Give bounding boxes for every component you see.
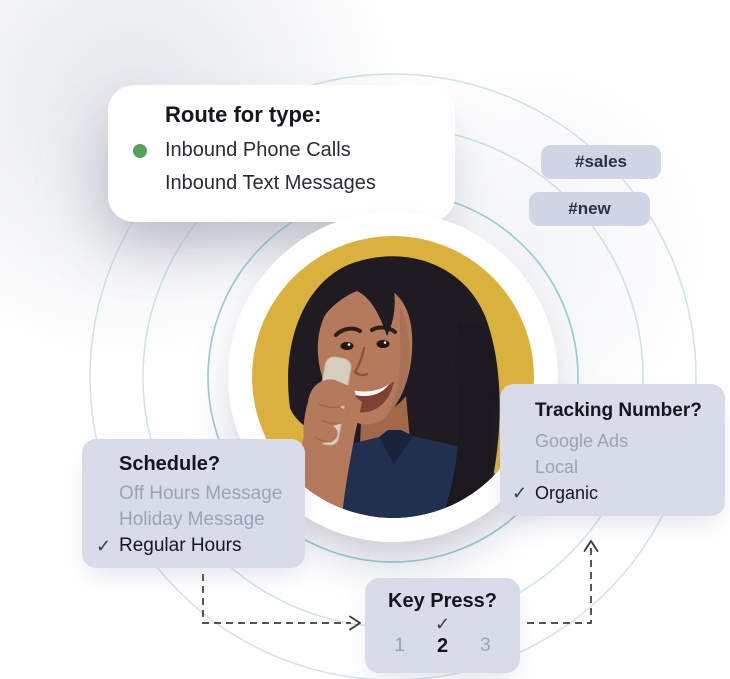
option-label: Off Hours Message	[119, 483, 283, 504]
schedule-card: Schedule? Off Hours Message Holiday Mess…	[82, 439, 305, 568]
route-option-label: Inbound Phone Calls	[165, 139, 351, 161]
tracking-number-card: Tracking Number? Google Ads Local ✓ Orga…	[500, 384, 725, 516]
route-option-inbound-calls[interactable]: Inbound Phone Calls	[133, 134, 435, 167]
route-type-title: Route for type:	[165, 102, 322, 127]
option-label: Google Ads	[535, 430, 629, 451]
schedule-option-holiday[interactable]: Holiday Message	[96, 507, 293, 533]
tracking-option-local[interactable]: Local	[512, 454, 715, 480]
option-label: Local	[535, 456, 579, 477]
flow-arrow-schedule-to-keypress	[202, 574, 361, 631]
tag-label: #new	[568, 199, 611, 218]
route-option-label: Inbound Text Messages	[165, 172, 376, 194]
tracking-title: Tracking Number?	[535, 400, 702, 421]
tracking-option-google-ads[interactable]: Google Ads	[512, 428, 715, 454]
woman-on-phone-photo	[252, 236, 534, 518]
active-dot-icon	[133, 143, 147, 158]
tag-pill-sales[interactable]: #sales	[541, 145, 661, 179]
key-option-1[interactable]: 1	[394, 635, 405, 656]
check-icon: ✓	[512, 483, 528, 503]
option-label: Regular Hours	[119, 535, 242, 556]
option-label: Organic	[535, 482, 599, 503]
active-indicator-gutter	[133, 143, 165, 158]
schedule-option-regular-hours[interactable]: ✓ Regular Hours	[96, 533, 293, 559]
flow-arrow-keypress-to-tracking	[527, 540, 599, 624]
option-label: Holiday Message	[119, 509, 265, 530]
key-press-card: Key Press? ✓ 1 2 3	[365, 578, 520, 673]
check-icon: ✓	[96, 536, 112, 556]
tag-label: #sales	[575, 152, 627, 171]
route-option-inbound-texts[interactable]: Inbound Text Messages	[133, 167, 435, 200]
schedule-title: Schedule?	[119, 453, 221, 475]
decorative-arc-outer	[89, 73, 697, 679]
key-option-3[interactable]: 3	[480, 635, 491, 656]
route-type-card: Route for type: Inbound Phone Calls Inbo…	[108, 85, 455, 222]
key-press-title: Key Press?	[388, 590, 497, 612]
key-press-options: 1 2 3	[365, 634, 520, 658]
tracking-option-organic[interactable]: ✓ Organic	[512, 480, 715, 506]
check-icon: ✓	[434, 614, 451, 634]
key-option-2[interactable]: 2	[436, 635, 449, 657]
tag-pill-new[interactable]: #new	[529, 192, 650, 226]
schedule-option-off-hours[interactable]: Off Hours Message	[96, 481, 293, 507]
